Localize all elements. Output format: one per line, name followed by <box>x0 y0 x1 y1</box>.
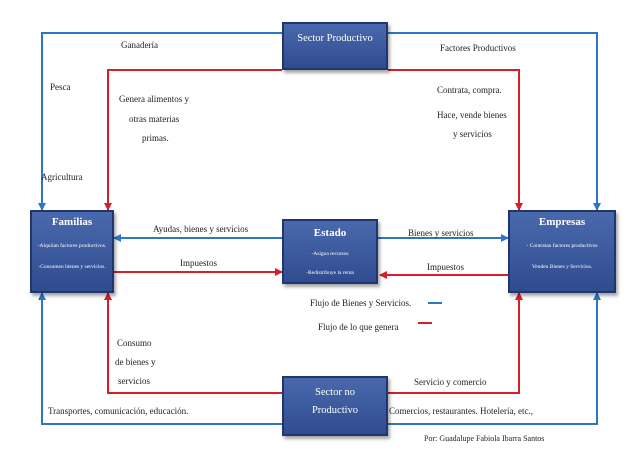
estado-line-1: -Asigna recursos <box>311 251 349 257</box>
estado-line-2: -Redistribuye la renta <box>306 269 354 276</box>
label-hace-2: y servicios <box>453 129 492 139</box>
blue-flow-top-right <box>388 32 601 211</box>
author-credit: Por: Guadalupe Fabiola Ibarra Santos <box>424 434 545 443</box>
familias-line-1: -Alquilan factores productivos. <box>37 243 107 249</box>
label-hace-1: Hace, vende bienes <box>437 110 507 120</box>
empresas-line-2: Venden Bienes y Servicios. <box>531 263 593 270</box>
blue-flow-top-left <box>38 32 282 211</box>
label-factores-productivos: Factores Productivos <box>440 43 516 53</box>
empresas-box: Empresas - Contratan factores productivo… <box>508 210 616 293</box>
label-consumo-2: de bienes y <box>115 357 156 367</box>
sector-no-productivo-title-1: Sector no <box>315 387 355 398</box>
sector-no-productivo-title-2: Productivo <box>311 405 359 416</box>
sector-no-productivo-box: Sector no Productivo <box>282 376 388 436</box>
label-genera-2: otras materias <box>129 114 180 124</box>
familias-line-2: -Consumen bienes y servicios. <box>38 263 106 270</box>
legend-blue-line <box>428 302 442 304</box>
legend-red-line <box>418 322 432 324</box>
label-pesca: Pesca <box>50 82 71 92</box>
label-impuestos-right: Impuestos <box>427 262 464 272</box>
sector-productivo-box: Sector Productivo <box>282 22 388 70</box>
estado-box: Estado -Asigna recursos -Redistribuye la… <box>282 219 378 284</box>
label-comercios: Comercios, restaurantes. Hotelería, etc.… <box>389 406 533 416</box>
legend-genera-label: Flujo de lo que genera <box>318 322 399 332</box>
sector-productivo-title: Sector Productivo <box>297 33 373 44</box>
label-consumo-1: Consumo <box>117 338 152 348</box>
red-flow-top-right <box>388 69 523 211</box>
red-flow-top-left <box>104 69 282 211</box>
label-genera-1: Genera alimentos y <box>119 94 189 104</box>
label-genera-3: primas. <box>142 133 169 143</box>
familias-title: Familias <box>51 216 93 228</box>
label-agricultura: Agricultura <box>41 172 83 182</box>
label-ayudas: Ayudas, bienes y servicios <box>153 224 249 234</box>
blue-flow-bottom-right <box>388 292 601 425</box>
blue-flow-bottom-left <box>38 292 282 425</box>
legend-bienes-label: Flujo de Bienes y Servicios. <box>310 298 412 308</box>
label-contrata: Contrata, compra. <box>437 85 502 95</box>
label-consumo-3: servicios <box>118 376 150 386</box>
familias-box: Familias -Alquilan factores productivos.… <box>30 210 114 293</box>
label-bienes-servicios: Bienes y servicios <box>408 228 474 238</box>
label-impuestos-left: Impuestos <box>180 258 217 268</box>
empresas-title: Empresas <box>538 216 586 228</box>
red-flow-bottom-left <box>104 292 282 394</box>
empresas-line-1: - Contratan factores productivos <box>526 243 598 249</box>
estado-title: Estado <box>313 227 347 239</box>
label-transportes: Transportes, comunicación, educación. <box>48 406 189 416</box>
label-servicio-comercio: Servicio y comercio <box>414 377 487 387</box>
red-flow-bottom-right <box>388 292 523 394</box>
label-ganaderia: Ganadería <box>121 40 158 50</box>
